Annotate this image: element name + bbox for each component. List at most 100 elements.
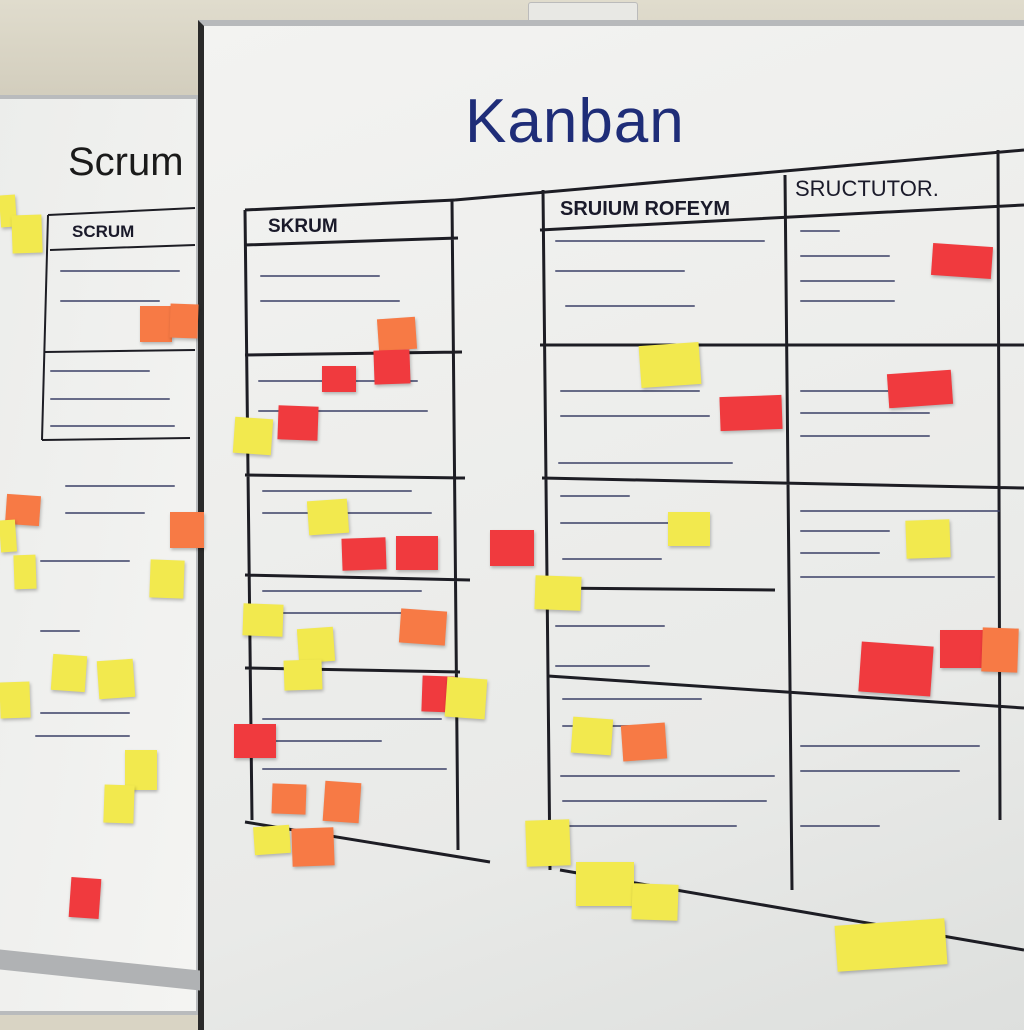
handwritten-text <box>50 370 150 372</box>
handwritten-text <box>40 630 80 632</box>
sticky-note[interactable] <box>576 862 634 906</box>
handwritten-text <box>800 745 980 747</box>
sticky-note[interactable] <box>234 724 276 758</box>
sticky-note[interactable] <box>50 653 88 693</box>
sticky-note[interactable] <box>322 366 356 392</box>
handwritten-text <box>562 698 702 700</box>
scrum-title: Scrum <box>68 140 184 184</box>
handwritten-text <box>800 390 890 392</box>
handwritten-text <box>262 768 447 770</box>
sticky-note[interactable] <box>444 676 488 720</box>
handwritten-text <box>800 530 890 532</box>
handwritten-text <box>800 435 930 437</box>
handwritten-text <box>800 300 895 302</box>
sticky-note[interactable] <box>534 575 582 611</box>
sticky-note[interactable] <box>638 341 702 389</box>
sticky-note[interactable] <box>271 783 307 815</box>
column-header-3: SRUCTUTOR. <box>795 176 939 201</box>
handwritten-text <box>60 270 180 272</box>
handwritten-text <box>560 495 630 497</box>
sticky-note[interactable] <box>96 658 136 700</box>
sticky-note[interactable] <box>125 750 157 790</box>
handwritten-text <box>800 255 890 257</box>
handwritten-text <box>555 625 665 627</box>
handwritten-text <box>40 712 130 714</box>
handwritten-text <box>558 462 733 464</box>
handwritten-text <box>262 590 422 592</box>
sticky-note[interactable] <box>232 416 274 456</box>
middle-column-header: SKRUM <box>268 216 338 237</box>
sticky-note[interactable] <box>277 405 319 441</box>
handwritten-text <box>560 390 700 392</box>
handwritten-text <box>262 612 402 614</box>
sticky-note[interactable] <box>103 784 135 824</box>
sticky-note[interactable] <box>905 519 951 559</box>
handwritten-text <box>560 775 775 777</box>
handwritten-text <box>260 300 400 302</box>
sticky-note[interactable] <box>719 394 783 432</box>
handwritten-text <box>800 412 930 414</box>
sticky-note[interactable] <box>0 519 18 553</box>
handwritten-text <box>50 425 175 427</box>
left-column-header: SCRUM <box>72 222 135 241</box>
handwritten-text <box>565 305 695 307</box>
handwritten-text <box>555 665 650 667</box>
sticky-note[interactable] <box>490 530 534 566</box>
sticky-note[interactable] <box>858 641 934 697</box>
handwritten-text <box>40 560 130 562</box>
handwritten-text <box>562 558 662 560</box>
sticky-note[interactable] <box>834 918 948 972</box>
sticky-note[interactable] <box>169 303 199 339</box>
sticky-note[interactable] <box>668 512 710 546</box>
handwritten-text <box>560 415 710 417</box>
handwritten-text <box>262 490 412 492</box>
handwritten-text <box>800 770 960 772</box>
sticky-note[interactable] <box>620 722 668 762</box>
handwritten-text <box>562 800 767 802</box>
handwritten-text <box>35 735 130 737</box>
sticky-note[interactable] <box>376 316 418 352</box>
sticky-note[interactable] <box>149 559 185 599</box>
sticky-note[interactable] <box>11 214 43 254</box>
handwritten-text <box>555 270 685 272</box>
sticky-note[interactable] <box>68 877 102 919</box>
sticky-note[interactable] <box>396 536 438 570</box>
column-header-2: SRUIUM ROFEYM <box>560 198 730 220</box>
handwritten-text <box>262 740 382 742</box>
sticky-note[interactable] <box>253 824 291 856</box>
sticky-note[interactable] <box>373 349 411 385</box>
handwritten-text <box>260 275 380 277</box>
sticky-note[interactable] <box>981 627 1019 673</box>
sticky-note[interactable] <box>13 554 37 590</box>
sticky-note[interactable] <box>296 626 336 664</box>
sticky-note[interactable] <box>140 306 172 342</box>
handwritten-text <box>800 230 840 232</box>
handwritten-text <box>65 485 175 487</box>
handwritten-text <box>800 510 1000 512</box>
handwritten-text <box>60 300 160 302</box>
sticky-note[interactable] <box>0 681 31 719</box>
kanban-title: Kanban <box>465 87 685 156</box>
sticky-note[interactable] <box>322 780 362 824</box>
handwritten-text <box>262 718 442 720</box>
handwritten-text <box>50 398 170 400</box>
handwritten-text <box>560 522 670 524</box>
sticky-note[interactable] <box>525 819 571 867</box>
sticky-note[interactable] <box>306 498 350 536</box>
handwritten-text <box>562 825 737 827</box>
sticky-note[interactable] <box>291 827 335 867</box>
sticky-note[interactable] <box>242 603 284 637</box>
handwritten-text <box>258 410 428 412</box>
sticky-note[interactable] <box>398 608 448 646</box>
sticky-note[interactable] <box>170 512 204 548</box>
sticky-note[interactable] <box>940 630 988 668</box>
sticky-note[interactable] <box>283 659 323 691</box>
sticky-note[interactable] <box>930 242 994 280</box>
sticky-note[interactable] <box>570 716 614 756</box>
sticky-note[interactable] <box>886 369 954 409</box>
handwritten-text <box>800 280 895 282</box>
sticky-note[interactable] <box>631 883 679 921</box>
sticky-note[interactable] <box>341 537 387 571</box>
handwritten-text <box>800 576 995 578</box>
